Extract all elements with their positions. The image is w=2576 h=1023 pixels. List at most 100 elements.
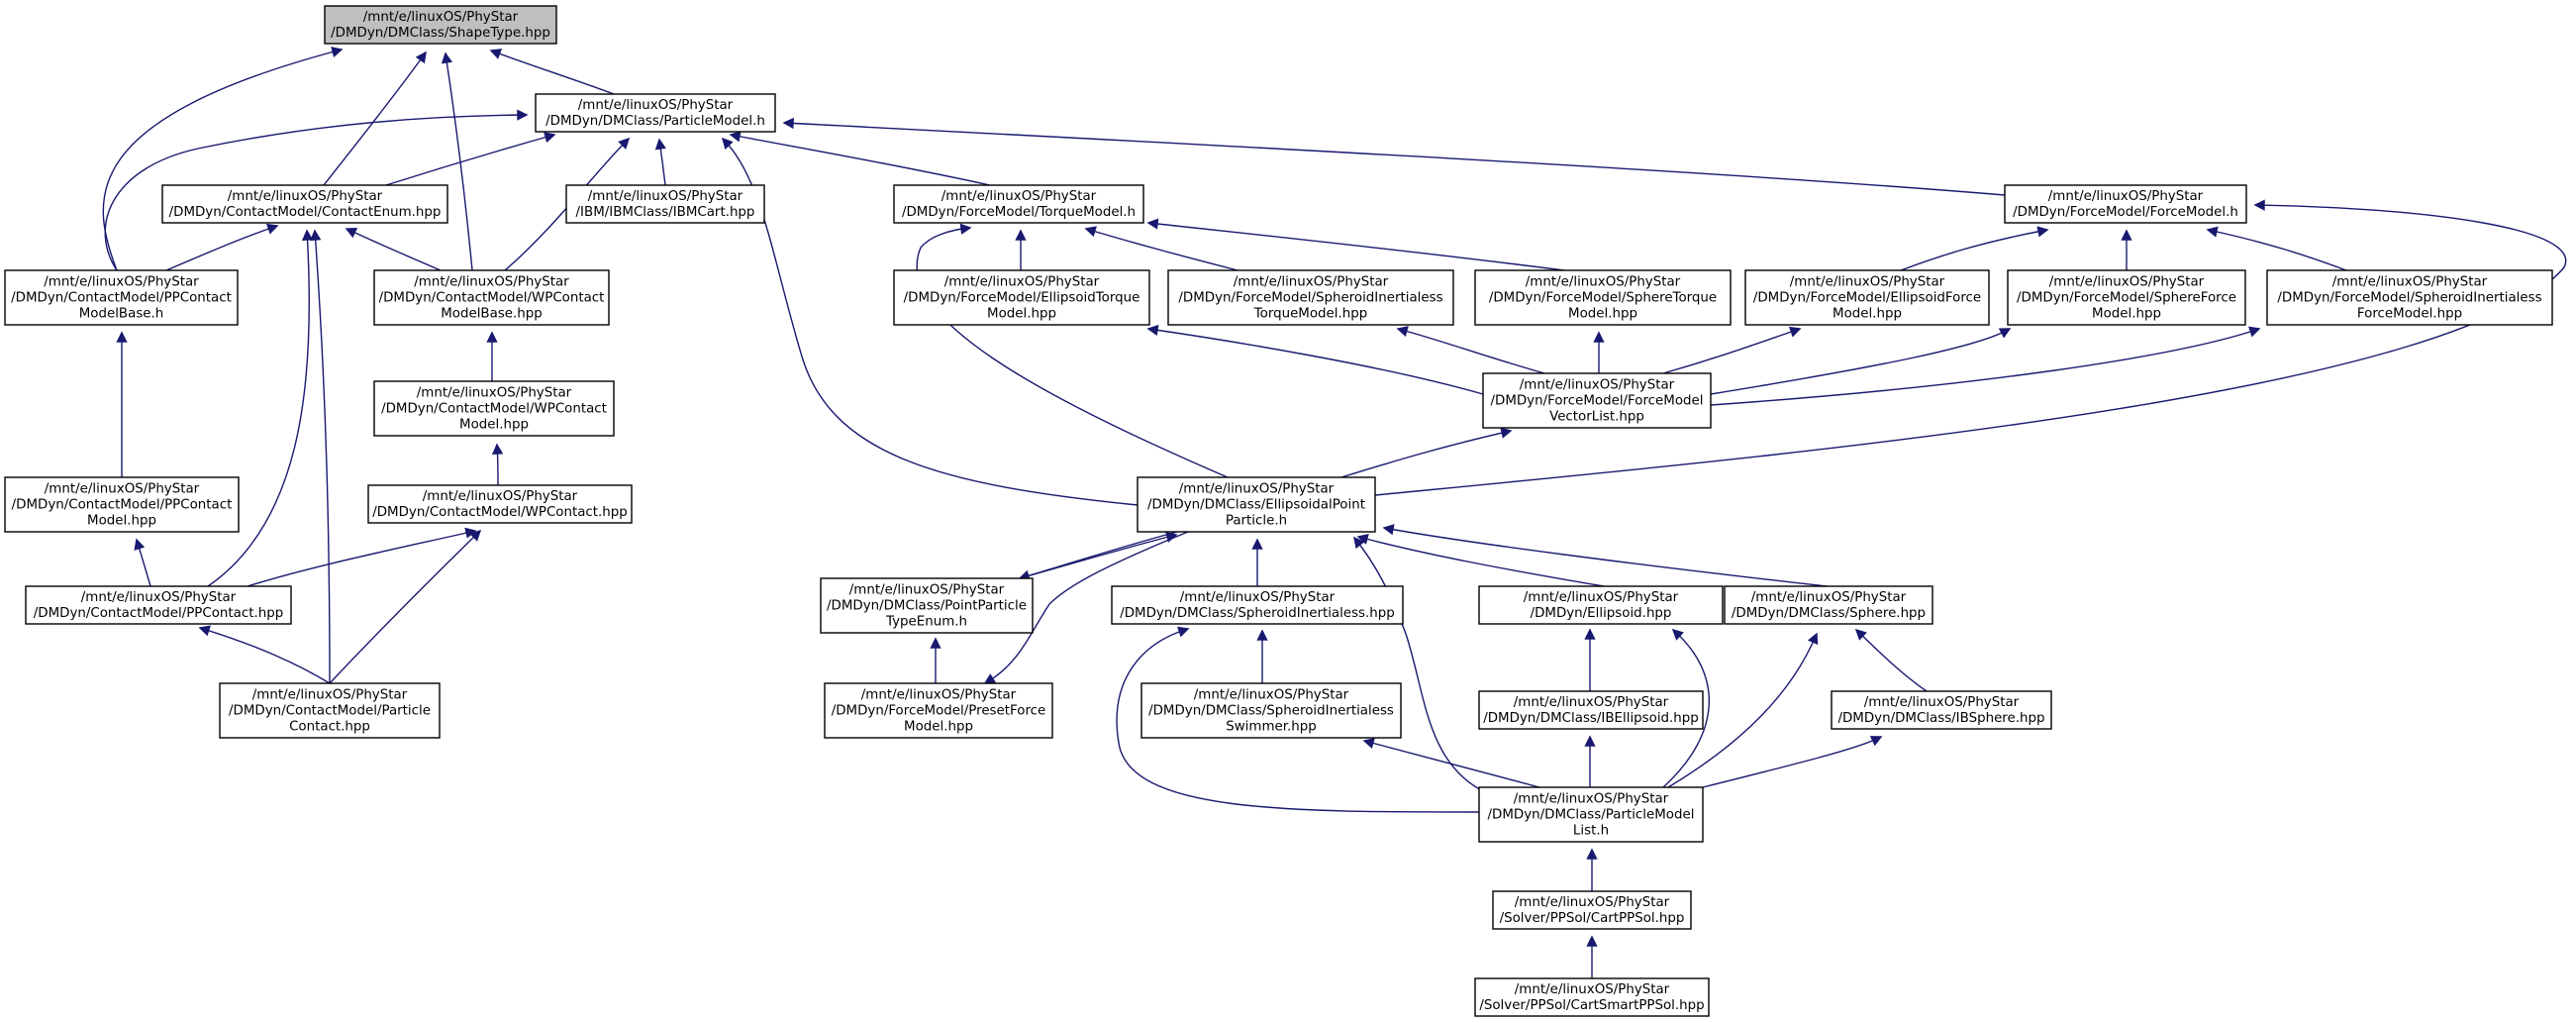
edge-ibmcart-includes-particlemodel [654, 138, 666, 186]
arrowhead [486, 331, 498, 343]
edge-presetforce-includes-pointparticletype [930, 637, 941, 684]
arrowhead [1256, 629, 1268, 641]
node-spheroidforce[interactable]: /mnt/e/linuxOS/PhyStar/DMDyn/ForceModel/… [2266, 269, 2553, 326]
node-presetforce[interactable]: /mnt/e/linuxOS/PhyStar/DMDyn/ForceModel/… [824, 682, 1053, 739]
node-label-line: /DMDyn/ForceModel/ForceModel.h [2013, 205, 2238, 220]
node-label-line: /DMDyn/ContactModel/WPContact [379, 291, 605, 306]
node-ellipsoid[interactable]: /mnt/e/linuxOS/PhyStar/DMDyn/Ellipsoid.h… [1478, 585, 1724, 625]
node-box [1482, 372, 1712, 429]
node-spheroidinertialess[interactable]: /mnt/e/linuxOS/PhyStar/DMDyn/DMClass/Sph… [1111, 585, 1404, 625]
edge-forcevector-includes-ellipsoidtorque [1146, 324, 1484, 395]
node-ibmcart[interactable]: /mnt/e/linuxOS/PhyStar/IBM/IBMClass/IBMC… [565, 184, 765, 224]
edge-ppcontact-includes-wpcontact [247, 527, 477, 587]
arrowhead [415, 51, 427, 64]
node-wpcontactbase[interactable]: /mnt/e/linuxOS/PhyStar/DMDyn/ContactMode… [373, 269, 610, 326]
arrowhead [729, 131, 742, 143]
node-torquemodel[interactable]: /mnt/e/linuxOS/PhyStar/DMDyn/ForceModel/… [893, 184, 1144, 224]
node-wpcontact[interactable]: /mnt/e/linuxOS/PhyStar/DMDyn/ContactMode… [367, 484, 633, 524]
node-box [1478, 690, 1704, 730]
arrowhead [2248, 326, 2261, 338]
node-box [161, 184, 448, 224]
node-ibellipsoid[interactable]: /mnt/e/linuxOS/PhyStar/DMDyn/DMClass/IBE… [1478, 690, 1704, 730]
node-box [373, 269, 610, 326]
arrowhead [618, 137, 631, 150]
node-cartppsol[interactable]: /mnt/e/linuxOS/PhyStar/Solver/PPSol/Cart… [1492, 890, 1692, 930]
node-label-line: Particle.h [1226, 514, 1287, 529]
node-ppcontactbase[interactable]: /mnt/e/linuxOS/PhyStar/DMDyn/ContactMode… [4, 269, 239, 326]
edge-spheroidtorque-includes-torquemodel [1084, 226, 1238, 271]
node-label-line: /mnt/e/linuxOS/PhyStar [45, 482, 200, 497]
node-label-line: /DMDyn/DMClass/ShapeType.hpp [331, 26, 550, 41]
node-sphere[interactable]: /mnt/e/linuxOS/PhyStar/DMDyn/DMClass/Sph… [1724, 585, 1933, 625]
node-box [2004, 184, 2247, 224]
node-particlemodel[interactable]: /mnt/e/linuxOS/PhyStar/DMDyn/DMClass/Par… [535, 93, 776, 133]
node-box [367, 484, 633, 524]
node-pointparticletype[interactable]: /mnt/e/linuxOS/PhyStar/DMDyn/DMClass/Poi… [820, 577, 1034, 634]
arrowhead [116, 331, 128, 343]
edge-line [323, 51, 427, 186]
node-spheroidtorque[interactable]: /mnt/e/linuxOS/PhyStar/DMDyn/ForceModel/… [1167, 269, 1454, 326]
node-cartsmartppsol[interactable]: /mnt/e/linuxOS/PhyStar/Solver/PPSol/Cart… [1474, 977, 1710, 1017]
node-ppcontact[interactable]: /mnt/e/linuxOS/PhyStar/DMDyn/ContactMode… [25, 585, 292, 625]
edge-sphereforce-includes-forcemodel [2121, 229, 2132, 270]
node-ellipsoidalpoint[interactable]: /mnt/e/linuxOS/PhyStar/DMDyn/DMClass/Ell… [1137, 476, 1376, 533]
node-particlemodellist[interactable]: /mnt/e/linuxOS/PhyStar/DMDyn/DMClass/Par… [1478, 786, 1704, 843]
node-box [324, 5, 557, 45]
node-box [893, 269, 1150, 326]
edge-line [1374, 204, 2567, 496]
node-label-line: /mnt/e/linuxOS/PhyStar [1514, 792, 1669, 807]
node-contactenum[interactable]: /mnt/e/linuxOS/PhyStar/DMDyn/ContactMode… [161, 184, 448, 224]
edge-line [346, 228, 442, 271]
node-label-line: /DMDyn/ForceModel/EllipsoidTorque [904, 291, 1140, 306]
edge-line [199, 627, 331, 684]
node-label-line: /DMDyn/ContactModel/PPContact [11, 291, 232, 306]
edge-line [1147, 222, 1565, 271]
edge-line [1116, 628, 1480, 813]
node-label-line: /DMDyn/DMClass/Sphere.hpp [1732, 606, 1926, 621]
node-ibsphere[interactable]: /mnt/e/linuxOS/PhyStar/DMDyn/DMClass/IBS… [1831, 690, 2052, 730]
node-ellipsoidforce[interactable]: /mnt/e/linuxOS/PhyStar/DMDyn/ForceModel/… [1744, 269, 1990, 326]
edge-particlecontact-includes-ppcontact [198, 625, 331, 684]
arrowhead [1586, 935, 1598, 947]
node-box [565, 184, 765, 224]
node-box [535, 93, 776, 133]
edge-line [1353, 537, 1486, 793]
edge-spheroidforce-includes-forcemodel [2206, 226, 2347, 271]
node-label-line: ModelBase.hpp [441, 307, 543, 322]
node-label-line: /mnt/e/linuxOS/PhyStar [1524, 590, 1679, 605]
node-label-line: /DMDyn/ForceModel/SphereForce [2017, 291, 2236, 306]
node-label-line: /DMDyn/ContactModel/WPContact [381, 402, 607, 417]
edge-ellipsoidalpoint-includes-forcevector [1340, 427, 1513, 478]
node-particlecontact[interactable]: /mnt/e/linuxOS/PhyStar/DMDyn/ContactMode… [219, 682, 441, 739]
node-box [2266, 269, 2553, 326]
node-label-line: /mnt/e/linuxOS/PhyStar [228, 189, 383, 204]
node-ppcontactmodel[interactable]: /mnt/e/linuxOS/PhyStar/DMDyn/ContactMode… [4, 476, 240, 533]
node-label-line: Model.hpp [1568, 307, 1637, 322]
node-label-line: /mnt/e/linuxOS/PhyStar [1790, 275, 1945, 290]
node-spheroidswimmer[interactable]: /mnt/e/linuxOS/PhyStar/DMDyn/DMClass/Sph… [1140, 682, 1402, 739]
edge-line [385, 134, 555, 186]
arrowhead [1146, 324, 1159, 336]
edge-line [1085, 228, 1238, 271]
arrowhead [2121, 229, 2132, 241]
node-sphereforce[interactable]: /mnt/e/linuxOS/PhyStar/DMDyn/ForceModel/… [2007, 269, 2246, 326]
node-wpcontactmodel[interactable]: /mnt/e/linuxOS/PhyStar/DMDyn/ContactMode… [373, 380, 615, 437]
edge-particlemodellist-includes-spheroidinertialess [1116, 626, 1480, 813]
node-shapetype[interactable]: /mnt/e/linuxOS/PhyStar/DMDyn/DMClass/Sha… [324, 5, 557, 45]
edge-ppcontactbase-includes-particlemodel [104, 109, 529, 271]
edge-forcevector-includes-spheroidforce [1710, 326, 2261, 406]
node-spheretorque[interactable]: /mnt/e/linuxOS/PhyStar/DMDyn/ForceModel/… [1474, 269, 1732, 326]
node-label-line: List.h [1573, 824, 1609, 839]
node-ellipsoidtorque[interactable]: /mnt/e/linuxOS/PhyStar/DMDyn/ForceModel/… [893, 269, 1150, 326]
node-box [824, 682, 1053, 739]
node-label-line: /DMDyn/ForceModel/PresetForce [832, 704, 1046, 719]
node-forcemodel[interactable]: /mnt/e/linuxOS/PhyStar/DMDyn/ForceModel/… [2004, 184, 2247, 224]
arrowhead [441, 51, 453, 64]
edge-ellipsoidalpoint-includes-forcemodel [1374, 199, 2567, 496]
edge-cartppsol-includes-particlemodellist [1586, 848, 1598, 891]
arrowhead [1356, 534, 1369, 545]
node-label-line: Model.hpp [2092, 307, 2161, 322]
node-forcevector[interactable]: /mnt/e/linuxOS/PhyStar/DMDyn/ForceModel/… [1482, 372, 1712, 429]
edge-cartsmartppsol-includes-cartppsol [1586, 935, 1598, 978]
edge-torquemodel-includes-particlemodel [729, 131, 991, 186]
